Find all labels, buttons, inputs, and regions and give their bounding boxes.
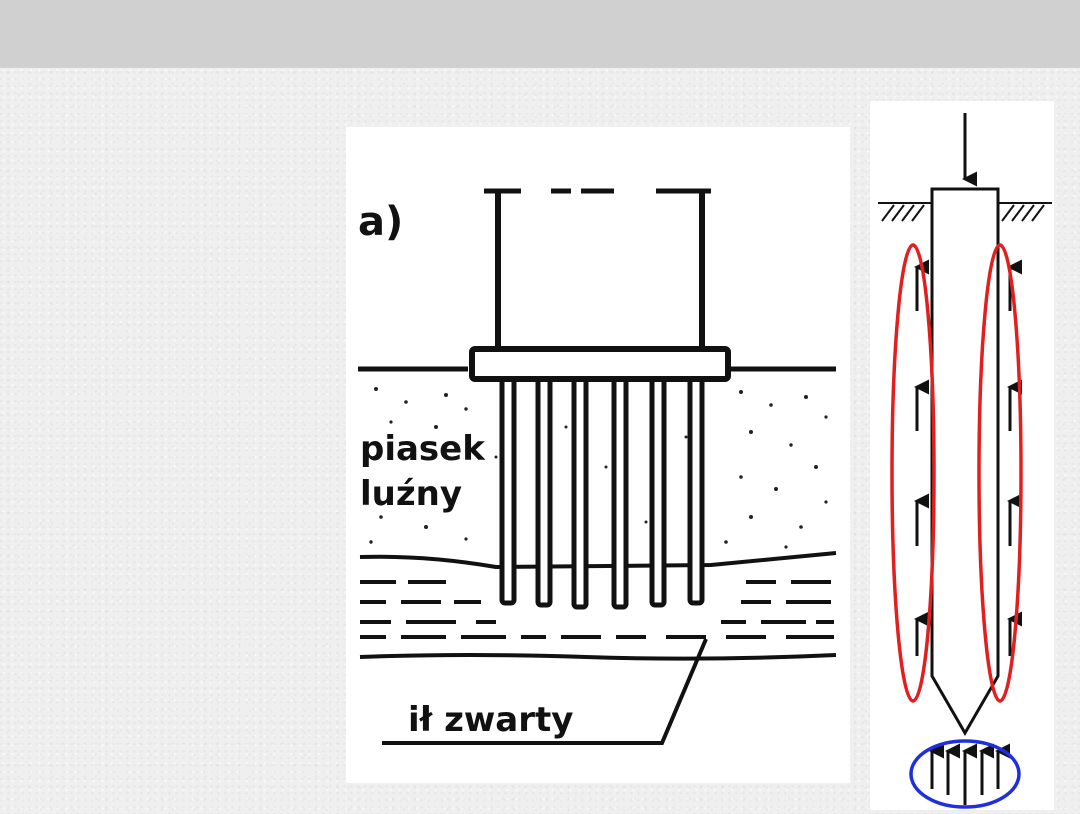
- stiff-clay-boundary: [359, 653, 837, 661]
- pile: [571, 364, 589, 610]
- superstructure-column: [484, 188, 711, 349]
- pile-cap: [469, 346, 731, 382]
- shaft-friction-highlight-left: [890, 243, 936, 703]
- pile-group-diagram: a) piasek luźny ił zwarty: [346, 127, 850, 783]
- pile: [649, 364, 667, 608]
- pile: [499, 364, 517, 606]
- single-pile-drawing: [878, 113, 1052, 809]
- layer-boundary-line: [359, 551, 837, 570]
- lower-layer-label: ił zwarty: [408, 700, 573, 740]
- pile-group-drawing: a) piasek luźny ił zwarty: [358, 188, 837, 745]
- upper-layer-label: piasek: [360, 429, 486, 469]
- shaft-friction-highlight-right: [977, 243, 1023, 703]
- pile-group: [499, 364, 705, 610]
- base-resistance-highlight: [909, 739, 1021, 809]
- label-leader-line: [382, 638, 708, 745]
- panel-label: a): [358, 199, 403, 245]
- header-bar: [0, 0, 1080, 68]
- pile: [535, 364, 553, 608]
- clay-layer-hatching: [360, 580, 834, 639]
- ground-surface-hatch: [878, 202, 1052, 222]
- upper-layer-label-second-line: luźny: [360, 474, 462, 514]
- base-resistance-arrows: [929, 743, 1010, 805]
- single-pile-load-diagram: [870, 101, 1054, 810]
- pile: [611, 364, 629, 610]
- pile: [687, 364, 705, 606]
